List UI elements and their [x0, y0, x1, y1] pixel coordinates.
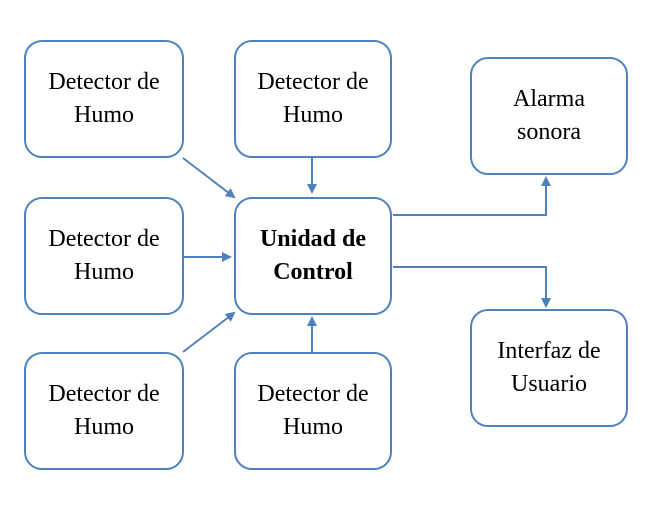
node-label-line1: Detector de — [48, 226, 160, 252]
node-label-line2: Usuario — [511, 371, 587, 397]
detector-node-top-center: Detector de Humo — [234, 40, 392, 158]
node-label-line2: sonora — [517, 119, 581, 145]
edge-control-to-interfaz — [393, 266, 551, 308]
alarm-node: Alarma sonora — [470, 57, 628, 175]
node-label-line1: Detector de — [48, 69, 160, 95]
edge-detector-1-to-control — [182, 157, 236, 199]
detector-node-bottom-center: Detector de Humo — [234, 352, 392, 470]
node-label-line1: Interfaz de — [497, 338, 601, 364]
control-unit-node: Unidad de Control — [234, 197, 392, 315]
detector-node-top-left: Detector de Humo — [24, 40, 184, 158]
user-interface-node: Interfaz de Usuario — [470, 309, 628, 427]
node-label-line2: Humo — [283, 102, 343, 128]
node-label-line2: Humo — [283, 414, 343, 440]
detector-node-middle-left: Detector de Humo — [24, 197, 184, 315]
node-label-line2: Control — [273, 259, 353, 285]
node-label-line2: Humo — [74, 414, 134, 440]
node-label-line1: Unidad de — [259, 226, 367, 252]
detector-node-bottom-left: Detector de Humo — [24, 352, 184, 470]
node-label-line1: Detector de — [257, 69, 369, 95]
node-label-line1: Detector de — [257, 381, 369, 407]
node-label-line1: Alarma — [513, 86, 585, 112]
node-label-line2: Humo — [74, 259, 134, 285]
node-label-line1: Detector de — [48, 381, 160, 407]
node-label-line2: Humo — [74, 102, 134, 128]
edge-control-to-alarma — [393, 176, 551, 216]
edge-detector-4-to-control — [182, 311, 236, 353]
